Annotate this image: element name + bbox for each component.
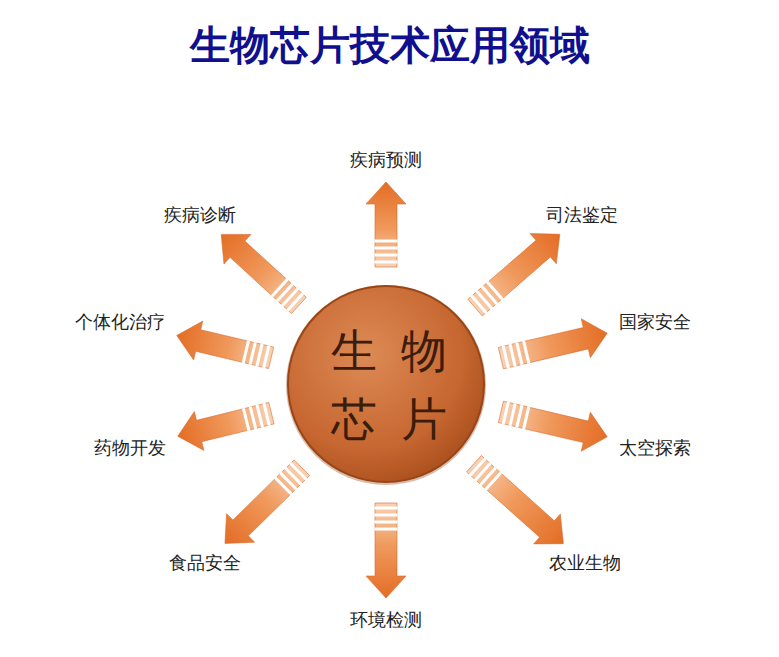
- arrow-stripe: [250, 407, 255, 429]
- block-arrow: [468, 234, 560, 316]
- arrow-group: [498, 319, 607, 369]
- arrow-group: [221, 234, 306, 313]
- field-label: 司法鉴定: [542, 201, 622, 229]
- field-text: 个体化治疗: [71, 308, 169, 336]
- field-label: 个体化治疗: [71, 308, 169, 336]
- hub-circle-outline: [284, 283, 488, 487]
- diagram-title: 生物芯片技术应用领域: [0, 18, 779, 73]
- arrow-group: [468, 234, 560, 316]
- arrow-group: [366, 182, 406, 267]
- field-text: 国家安全: [615, 308, 695, 336]
- block-arrow: [177, 321, 274, 368]
- arrow-group: [177, 321, 274, 368]
- arrow-group: [225, 460, 310, 543]
- block-arrow: [225, 460, 310, 543]
- arrow-group: [178, 403, 274, 451]
- field-text: 疾病预测: [346, 146, 426, 174]
- field-label: 国家安全: [615, 308, 695, 336]
- block-arrow: [366, 503, 406, 598]
- field-label: 疾病预测: [346, 146, 426, 174]
- circle-fill: [288, 286, 484, 482]
- arrow-stripe: [264, 403, 269, 425]
- field-text: 环境检测: [346, 606, 426, 634]
- arrow-stripe: [517, 343, 522, 365]
- field-label: 食品安全: [165, 549, 245, 577]
- arrow-stripe: [487, 282, 502, 299]
- field-text: 司法鉴定: [542, 201, 622, 229]
- arrow-stripe: [517, 405, 522, 427]
- field-label: 太空探索: [615, 434, 695, 462]
- block-arrow: [467, 455, 564, 543]
- field-text: 农业生物: [545, 549, 625, 577]
- arrow-stripe: [375, 507, 398, 510]
- arrow-stripe: [503, 402, 508, 424]
- arrow-stripe: [275, 478, 291, 494]
- circle-shadow: [286, 285, 486, 485]
- arrow-group: [467, 455, 564, 543]
- block-arrow: [498, 401, 607, 451]
- arrow-group: [498, 401, 607, 451]
- arrow-stripe: [272, 279, 288, 296]
- block-arrow: [221, 234, 306, 313]
- block-arrow: [498, 319, 607, 369]
- arrow-stripe: [510, 403, 515, 425]
- field-label: 药物开发: [90, 434, 170, 462]
- field-text: 药物开发: [90, 434, 170, 462]
- arrow-stripe: [375, 514, 398, 517]
- arrow-stripe: [375, 247, 398, 250]
- arrow-stripe: [375, 521, 398, 524]
- arrow-stripe: [257, 344, 262, 366]
- arrow-stripe: [524, 341, 529, 363]
- field-text: 太空探索: [615, 434, 695, 462]
- field-label: 农业生物: [545, 549, 625, 577]
- arrow-stripe: [375, 528, 398, 531]
- arrow-stripe: [375, 240, 398, 243]
- hub-circle: 生物芯片: [284, 283, 488, 487]
- arrow-stripe: [375, 261, 398, 264]
- block-arrow: [366, 182, 406, 267]
- field-text: 食品安全: [165, 549, 245, 577]
- block-arrow: [178, 403, 274, 451]
- arrow-stripe: [243, 341, 248, 363]
- arrow-stripe: [243, 408, 248, 430]
- field-text: 疾病诊断: [160, 201, 240, 229]
- arrow-stripe: [250, 342, 255, 364]
- arrow-group: [366, 503, 406, 598]
- field-label: 疾病诊断: [160, 201, 240, 229]
- arrow-stripe: [486, 472, 501, 489]
- arrow-stripe: [375, 254, 398, 257]
- arrow-stripe: [503, 346, 508, 368]
- arrow-stripe: [510, 344, 515, 366]
- arrow-stripe: [264, 345, 269, 367]
- arrow-stripe: [257, 405, 262, 427]
- field-label: 环境检测: [346, 606, 426, 634]
- hub-text: 生物芯片: [327, 315, 477, 455]
- arrow-stripe: [524, 407, 529, 429]
